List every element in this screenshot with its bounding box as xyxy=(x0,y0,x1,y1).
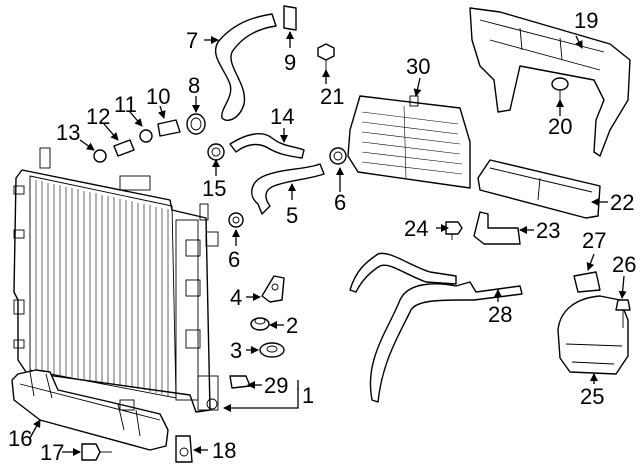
callout-28: 28 xyxy=(488,302,512,327)
callout-25: 25 xyxy=(580,384,604,409)
clamp-6-upper xyxy=(329,147,347,165)
callout-22: 22 xyxy=(610,190,634,215)
callout-15: 15 xyxy=(202,176,226,201)
callout-8: 8 xyxy=(188,73,200,98)
callout-16: 16 xyxy=(8,426,32,451)
hose-5 xyxy=(251,163,325,215)
callout-12: 12 xyxy=(86,104,110,129)
callout-2: 2 xyxy=(286,313,298,338)
callout-20: 20 xyxy=(548,114,572,139)
air-shutter xyxy=(347,95,471,189)
bracket-9 xyxy=(283,5,297,31)
bracket-4 xyxy=(261,275,285,303)
bracket-23 xyxy=(473,211,521,245)
deflector-22 xyxy=(477,159,601,219)
callout-5: 5 xyxy=(286,203,298,228)
callout-17: 17 xyxy=(40,440,64,465)
callout-24: 24 xyxy=(404,216,428,241)
callouts: 1 2 3 4 5 6 6 7 8 9 10 11 12 13 14 15 16… xyxy=(8,8,636,465)
bolt-17 xyxy=(81,443,112,461)
reservoir-cap xyxy=(573,271,601,293)
clip-29 xyxy=(229,375,251,389)
callout-11: 11 xyxy=(114,92,137,117)
radiator xyxy=(13,147,219,413)
push-pin-20 xyxy=(551,77,569,102)
callout-26: 26 xyxy=(612,252,636,277)
bolt-21 xyxy=(317,43,335,72)
hose-7 xyxy=(214,13,277,122)
grommet-2 xyxy=(250,317,270,331)
bolt-24 xyxy=(445,221,463,240)
callout-4: 4 xyxy=(230,285,242,310)
callout-13: 13 xyxy=(56,120,80,145)
callout-19: 19 xyxy=(574,8,598,33)
overflow-hose xyxy=(349,252,523,403)
callout-21: 21 xyxy=(320,84,344,109)
callout-27: 27 xyxy=(582,228,606,253)
bolt-26 xyxy=(615,299,631,328)
clamp-15 xyxy=(207,143,225,161)
callout-30: 30 xyxy=(406,54,430,79)
callout-10: 10 xyxy=(146,84,170,109)
callout-6b: 6 xyxy=(228,247,240,272)
callout-7: 7 xyxy=(186,28,198,53)
clamp-8 xyxy=(186,113,206,135)
callout-23: 23 xyxy=(536,218,560,243)
callout-14: 14 xyxy=(270,104,294,129)
callout-6a: 6 xyxy=(334,190,346,215)
coolant-reservoir xyxy=(557,295,629,375)
radiator-support xyxy=(469,7,631,157)
bracket-18 xyxy=(175,435,193,463)
hose-14 xyxy=(229,133,305,159)
washer-3 xyxy=(259,342,285,358)
leader-lines xyxy=(29,31,627,456)
callout-1: 1 xyxy=(302,383,314,408)
callout-9: 9 xyxy=(284,50,296,75)
callout-18: 18 xyxy=(212,438,236,463)
callout-3: 3 xyxy=(230,338,242,363)
callout-29: 29 xyxy=(264,373,288,398)
hose-assembly-10-13 xyxy=(93,119,181,163)
clamp-6-lower xyxy=(228,212,244,228)
